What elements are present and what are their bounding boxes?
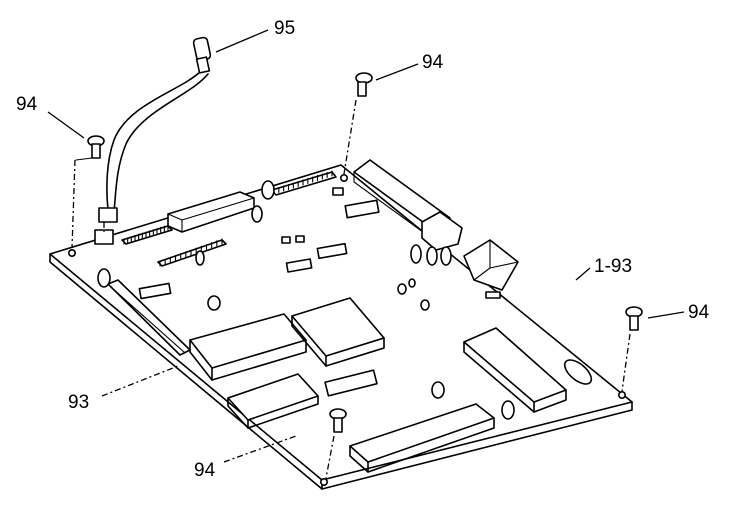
screw-shank xyxy=(333,417,343,433)
callout-93: 93 xyxy=(68,392,89,413)
wire-harness xyxy=(94,36,212,245)
leader-93 xyxy=(101,365,179,397)
small-chip xyxy=(324,369,378,397)
crystal xyxy=(563,359,593,385)
jack-connector-line xyxy=(473,267,491,281)
screw-shank xyxy=(357,81,367,97)
small-part xyxy=(332,187,344,196)
screws xyxy=(71,72,643,479)
screw-alignment-line xyxy=(343,99,357,175)
screw-bottom xyxy=(325,408,347,479)
callout-1-93: 1-93 xyxy=(594,256,632,277)
small-chip xyxy=(316,242,348,260)
screw-alignment-line xyxy=(71,159,76,249)
capacitor xyxy=(251,205,263,223)
edge-connector-line xyxy=(111,287,185,353)
capacitor xyxy=(97,268,111,288)
leader-94-top-left xyxy=(47,111,85,139)
ic-chip-right xyxy=(463,327,567,413)
wire-socket xyxy=(94,229,114,245)
screw-right xyxy=(621,306,643,392)
pad xyxy=(420,299,430,311)
small-part xyxy=(295,235,305,243)
small-part xyxy=(485,291,501,299)
leader-95 xyxy=(215,29,269,53)
screw-alignment-line xyxy=(621,333,631,392)
mount-hole xyxy=(339,174,348,183)
ic-chip-center xyxy=(291,297,385,367)
wire-plug xyxy=(98,207,118,223)
screw-shank xyxy=(629,315,639,331)
callout-94-bottom: 94 xyxy=(194,460,216,481)
relay-block xyxy=(421,211,463,251)
capacitor xyxy=(261,180,275,200)
board-components xyxy=(97,159,593,473)
leader-lines xyxy=(47,29,685,463)
capacitor xyxy=(410,244,422,264)
small-chip xyxy=(344,199,380,219)
header-connector-line xyxy=(167,213,183,221)
jack-connector-line xyxy=(489,261,519,269)
capacitor xyxy=(440,246,452,266)
ic-chip-bottom xyxy=(349,403,495,473)
small-chip xyxy=(285,258,313,273)
leader-94-top-center xyxy=(375,63,419,81)
small-part xyxy=(281,236,291,244)
leader-94-right xyxy=(647,311,685,319)
ic-chip-lower-left xyxy=(227,373,319,429)
header-connector-line xyxy=(181,197,255,221)
capacitor xyxy=(426,246,438,266)
wire-end-terminal-neck xyxy=(195,56,211,74)
wire-lead xyxy=(113,73,209,213)
callout-94-right: 94 xyxy=(688,302,710,323)
mount-hole xyxy=(68,249,77,258)
capacitor xyxy=(195,250,205,266)
leader-1-93 xyxy=(575,267,591,281)
mount-hole xyxy=(319,477,328,486)
mount-hole xyxy=(617,390,626,399)
callout-94-top-center: 94 xyxy=(422,52,444,73)
screw-top-left xyxy=(71,135,105,249)
screw-top-center xyxy=(343,72,373,175)
callout-95: 95 xyxy=(274,18,295,39)
pin-marks xyxy=(123,170,333,267)
callout-94-top-left: 94 xyxy=(16,94,38,115)
wire-lead xyxy=(106,71,201,211)
pad xyxy=(431,381,445,399)
capacitor xyxy=(501,400,515,420)
callout-labels: 95 94 94 94 1-93 93 94 xyxy=(16,18,710,481)
screw-shank xyxy=(91,143,101,159)
small-chip xyxy=(138,282,172,300)
pad xyxy=(207,295,221,311)
pad xyxy=(397,283,407,295)
leader-94-bottom xyxy=(223,435,297,463)
screw-tip xyxy=(75,157,93,161)
ic-chip-left xyxy=(189,313,307,381)
pad xyxy=(408,278,416,288)
